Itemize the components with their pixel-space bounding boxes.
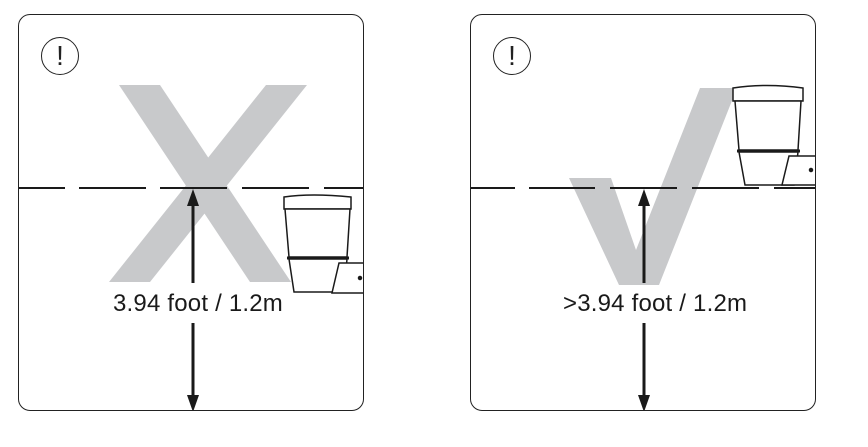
warning-icon: !: [493, 37, 531, 75]
check-mark-icon: [569, 88, 737, 285]
measurement-arrow: [187, 189, 199, 410]
panel-incorrect: ! 3.94 foot / 1.2m: [18, 14, 364, 411]
toilet-icon: [732, 84, 815, 186]
panel-correct-graphic: [471, 84, 815, 410]
panel-incorrect-graphic: [19, 85, 363, 410]
panel-correct: ! >3.94 foot / 1.2m: [470, 14, 816, 411]
measurement-arrow: [638, 189, 650, 410]
measurement-label: 3.94 foot / 1.2m: [113, 290, 283, 318]
measurement-label: >3.94 foot / 1.2m: [563, 290, 748, 318]
warning-icon: !: [41, 37, 79, 75]
cross-mark-icon: [109, 85, 307, 282]
toilet-icon: [283, 194, 363, 294]
